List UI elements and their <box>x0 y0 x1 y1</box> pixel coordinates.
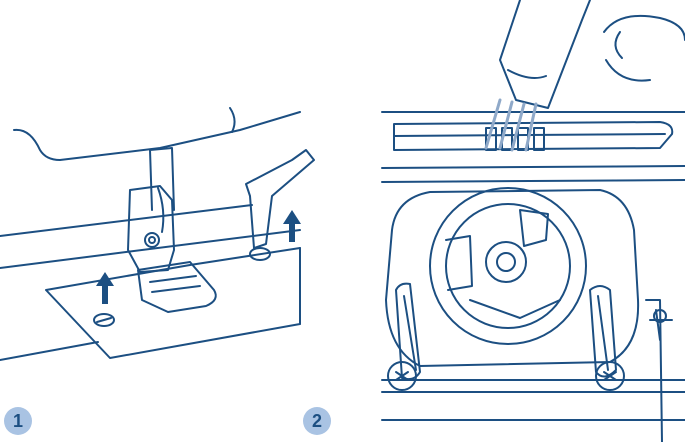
panel-1-illustration <box>0 108 314 360</box>
step-number-1: 1 <box>13 411 23 432</box>
step-badge-2: 2 <box>303 407 331 435</box>
up-arrow-icon <box>283 210 301 242</box>
step-badge-1: 1 <box>4 407 32 435</box>
machine-body-line <box>382 166 685 168</box>
hand-icon <box>604 16 685 81</box>
right-roller <box>590 286 624 390</box>
shank-screw <box>145 233 159 247</box>
presser-foot-sole <box>138 262 216 312</box>
machine-head-curve <box>230 108 235 132</box>
bobbin-case-icon <box>430 188 586 344</box>
up-arrow-icon <box>96 272 114 304</box>
panel-2-illustration <box>382 0 685 442</box>
machine-edge-line <box>0 342 98 360</box>
hook-housing <box>386 190 638 366</box>
step-number-2: 2 <box>312 411 322 432</box>
machine-head <box>14 112 300 160</box>
machine-arm-line <box>0 205 252 236</box>
screw-icon <box>94 314 114 326</box>
